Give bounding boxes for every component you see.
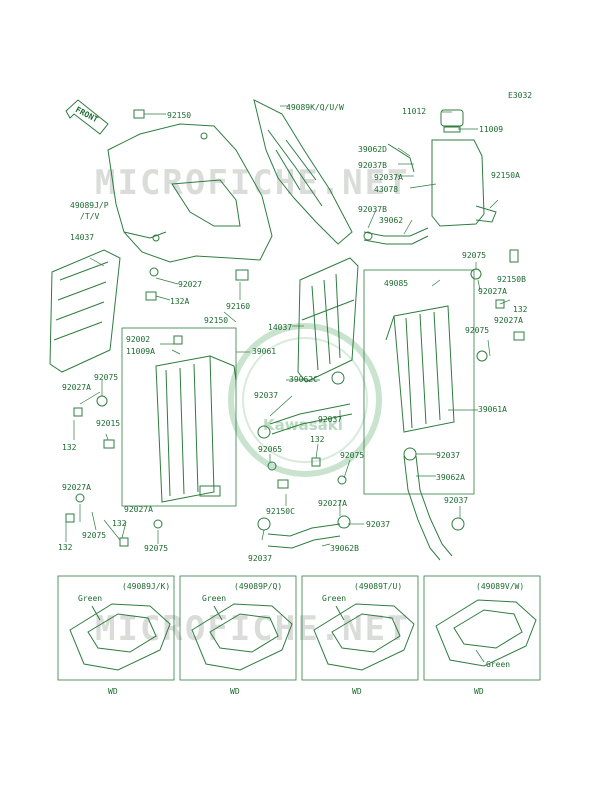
leader-lines [65,105,511,547]
label-92027a-top: 92027A [478,287,507,296]
variant-color: Green [202,594,226,603]
label-92075-top: 92075 [462,251,486,260]
label-132d: 132 [310,435,325,444]
kawasaki-logo: Kawasaki [228,323,382,477]
label-92075-lower: 92075 [82,531,106,540]
label-92075-right: 92075 [465,326,489,335]
label-92037a-top: 92037A [374,173,403,182]
label-92037-b: 92037 [318,415,342,424]
variant-panel-1: (49089J/K) Green WD [57,575,175,696]
variant-wd: WD [352,687,362,696]
radiator-shroud-right [253,99,353,245]
label-92065: 92065 [258,445,282,454]
variant-color: Green [322,594,346,603]
label-92160: 92160 [226,302,250,311]
label-92150b: 92150B [497,275,526,284]
label-92037-d: 92037 [444,496,468,505]
label-132c: 132 [62,443,77,452]
label-43078: 43078 [374,185,398,194]
label-49089jp: 49089J/P [70,201,109,210]
label-39062c: 39062C [289,375,318,384]
variant-wd: WD [474,687,484,696]
label-92037b-top: 92037B [358,161,387,170]
label-11012: 11012 [402,107,426,116]
watermark-text-bottom: MICROFICHE.NET [95,609,410,649]
label-39062b: 39062B [330,544,359,553]
hose-39062c [269,403,353,435]
variant-title: (49089J/K) [122,582,170,591]
front-arrow-icon: FRONT [65,99,109,135]
variant-color: Green [486,660,510,669]
variant-title: (49089P/Q) [234,582,282,591]
hose-39062b [267,523,341,549]
label-92027a-left: 92027A [62,383,91,392]
label-92150: 92150 [167,111,191,120]
radiator-guard-center [297,257,359,383]
label-49085: 49085 [384,279,408,288]
label-92037-c: 92037 [436,451,460,460]
label-92037-e: 92037 [366,520,390,529]
hose-39062a [403,455,453,561]
label-49089kquw: 49089K/Q/U/W [286,103,344,112]
logo-text: Kawasaki [263,416,343,434]
label-14037-center: 14037 [268,323,292,332]
part-labels: 92150 49089K/Q/U/W 11012 11009 39062D 92… [58,103,528,563]
label-132b: 132 [513,305,528,314]
variant-panel-4: (49089V/W) Green WD [423,575,541,696]
variant-panel-2: (49089P/Q) Green WD [179,575,297,696]
label-132a: 132A [170,297,189,306]
label-92150c: 92150C [266,507,295,516]
label-92015: 92015 [96,419,120,428]
variant-title: (49089T/U) [354,582,402,591]
label-39061: 39061 [252,347,276,356]
label-92027a-right: 92027A [494,316,523,325]
label-92075-left: 92075 [94,373,118,382]
label-132f: 132 [112,519,127,528]
label-92075-mid: 92075 [340,451,364,460]
reservoir-hose [363,227,429,245]
variant-panel-3: (49089T/U) Green WD [301,575,419,696]
label-92002: 92002 [126,335,150,344]
label-39062: 39062 [379,216,403,225]
label-92150a: 92150A [491,171,520,180]
front-label: FRONT [74,105,100,124]
radiator-guard-left [49,249,121,373]
variant-color: Green [78,594,102,603]
label-49089tv: /T/V [80,212,99,221]
label-132e: 132 [58,543,73,552]
variant-wd: WD [108,687,118,696]
label-92027a-bottom: 92027A [124,505,153,514]
label-92027a-lower: 92027A [62,483,91,492]
label-39062a: 39062A [436,473,465,482]
label-92037-a: 92037 [254,391,278,400]
reservoir-tank [387,109,497,227]
variant-title: (49089V/W) [476,582,524,591]
label-92027a-mid: 92027A [318,499,347,508]
label-92037-f: 92037 [248,554,272,563]
diagram-code: E3032 [508,91,532,100]
label-11009a: 11009A [126,347,155,356]
label-92075-bottom: 92075 [144,544,168,553]
watermark-text-top: MICROFICHE.NET [95,163,410,203]
radiator-right [363,269,475,495]
radiator-left [121,327,237,507]
label-14037-left: 14037 [70,233,94,242]
label-39061a: 39061A [478,405,507,414]
radiator-shroud-left [107,123,273,263]
variant-wd: WD [230,687,240,696]
label-92037b-mid: 92037B [358,205,387,214]
label-11009: 11009 [479,125,503,134]
label-39062d: 39062D [358,145,387,154]
label-92027: 92027 [178,280,202,289]
label-92150-mid: 92150 [204,316,228,325]
